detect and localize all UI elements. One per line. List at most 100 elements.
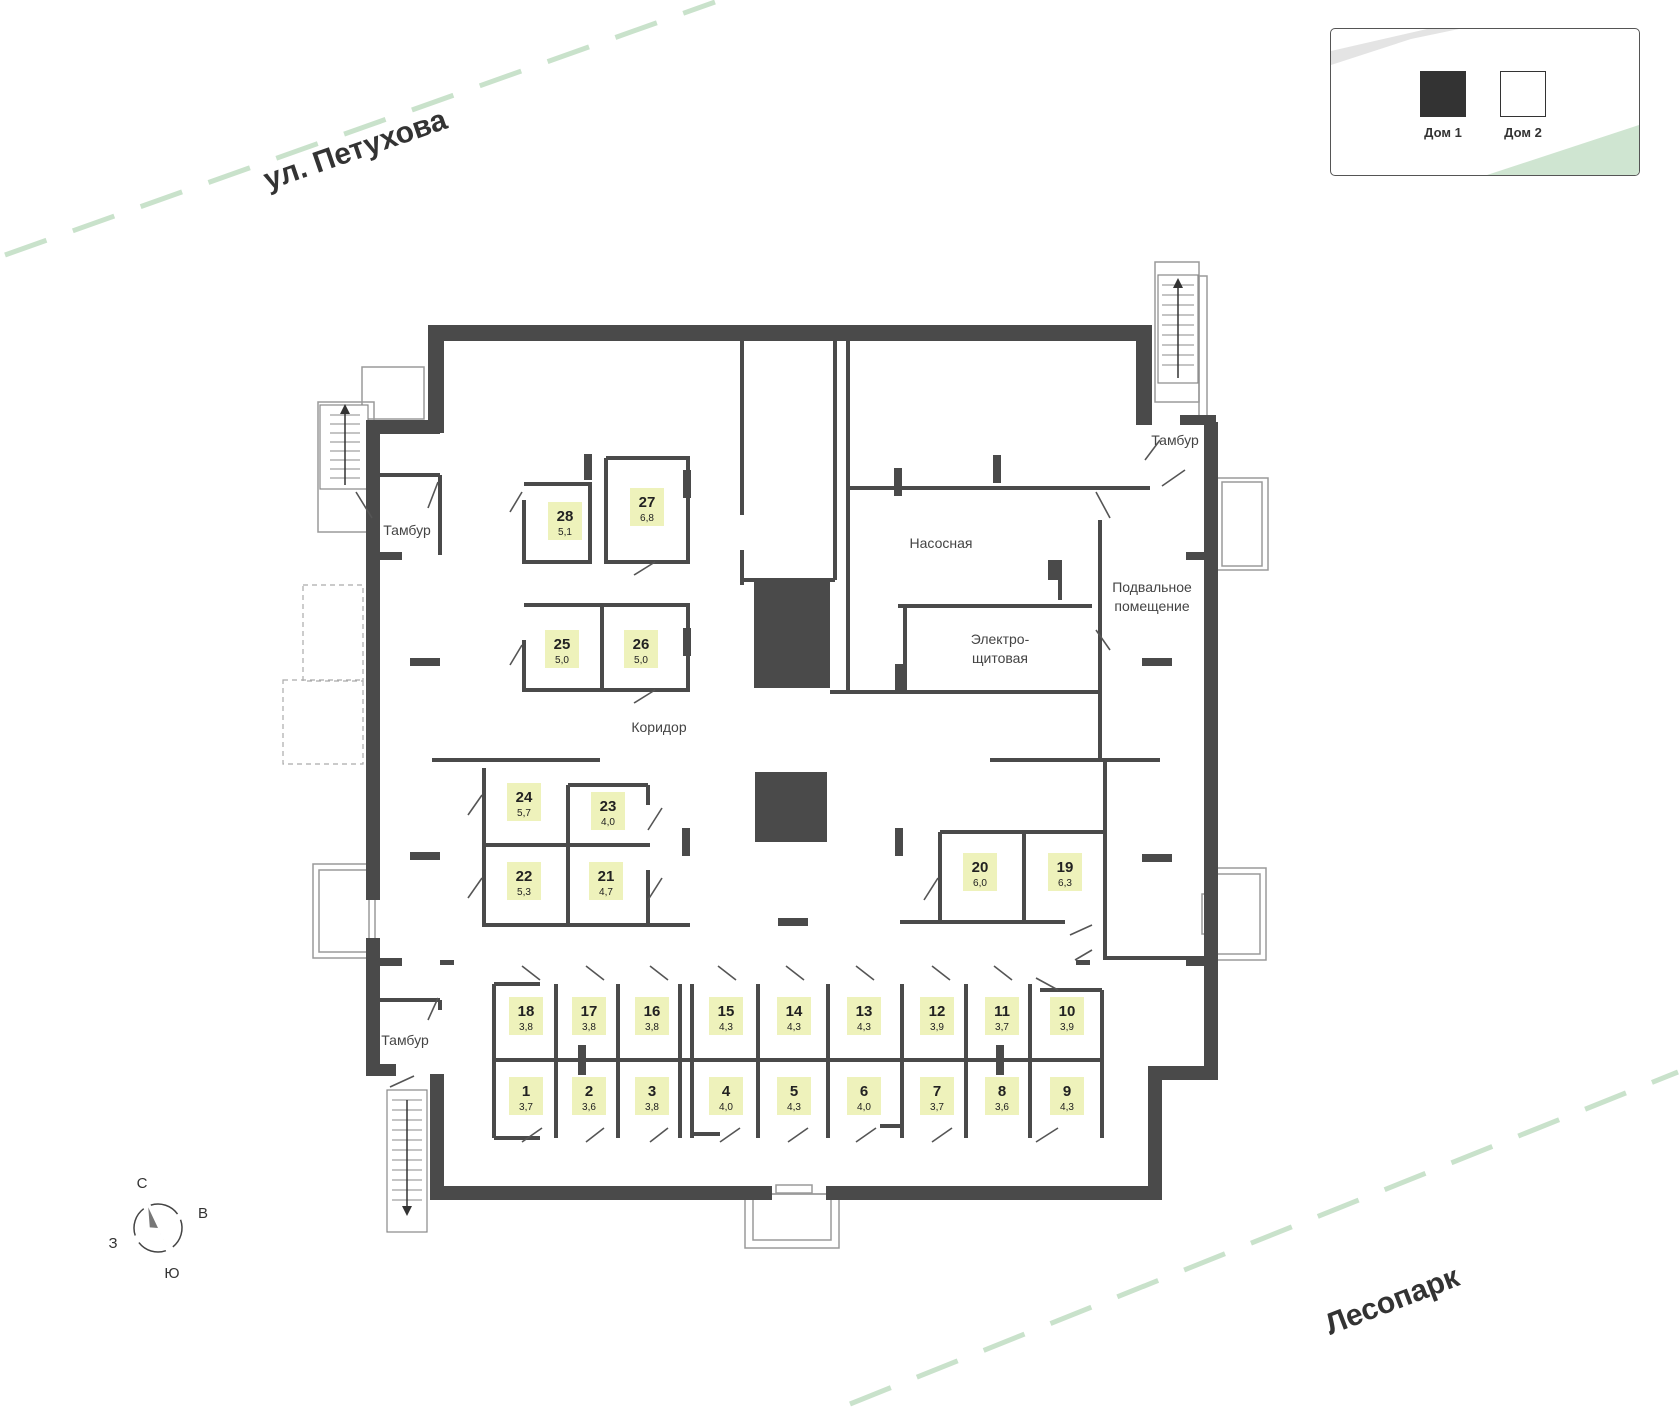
door-swings: [355, 439, 1186, 1143]
storage-cell-26[interactable]: 265,0: [624, 630, 658, 668]
storage-cell-number: 11: [994, 1003, 1010, 1020]
partitions: [366, 341, 1205, 1010]
storage-cell-highlight: [985, 1077, 1019, 1115]
storage-cell-area: 5,0: [555, 655, 569, 666]
storage-cell-highlight: [507, 783, 541, 821]
room-tambur-ne: Тамбур: [1151, 432, 1199, 448]
storage-cell-16[interactable]: 163,8: [635, 997, 669, 1035]
storage-cell-number: 3: [648, 1083, 656, 1100]
room-tambur-nw: Тамбур: [383, 522, 431, 538]
storage-cell-2[interactable]: 23,6: [572, 1077, 606, 1115]
storage-cell-number: 12: [929, 1003, 946, 1020]
storage-cells: 285,1 276,8 255,0 265,0 245,7 234,0 225,3 214,7…: [507, 488, 1084, 1115]
compass-south: Ю: [164, 1265, 179, 1282]
street-line-southeast: [849, 1069, 1679, 1407]
storage-cell-area: 4,3: [787, 1022, 801, 1033]
room-electric-line1: Электро-: [971, 631, 1030, 647]
storage-cell-18[interactable]: 183,8: [509, 997, 543, 1035]
storage-cell-area: 4,0: [719, 1102, 733, 1113]
storage-cell-area: 4,3: [719, 1022, 733, 1033]
storage-cell-area: 4,7: [599, 887, 613, 898]
storage-cell-highlight: [847, 1077, 881, 1115]
outer-walls: [366, 325, 1218, 1200]
storage-cell-number: 24: [516, 789, 533, 806]
storage-cell-highlight: [572, 997, 606, 1035]
storage-cell-15[interactable]: 154,3: [709, 997, 743, 1035]
room-electric-line2: щитовая: [972, 650, 1028, 666]
storage-cell-area: 4,3: [1060, 1102, 1074, 1113]
storage-cell-25[interactable]: 255,0: [545, 630, 579, 668]
storage-cell-24[interactable]: 245,7: [507, 783, 541, 821]
legend-swatch-house-1[interactable]: [1420, 71, 1466, 117]
storage-cell-highlight: [847, 997, 881, 1035]
storage-cell-11[interactable]: 113,7: [985, 997, 1019, 1035]
room-corridor: Коридор: [631, 719, 687, 735]
storage-cell-5[interactable]: 54,3: [777, 1077, 811, 1115]
storage-cell-highlight: [963, 853, 997, 891]
storage-cell-area: 3,7: [519, 1102, 533, 1113]
storage-cell-12[interactable]: 123,9: [920, 997, 954, 1035]
storage-cell-number: 6: [860, 1083, 868, 1100]
storage-cell-number: 5: [790, 1083, 798, 1100]
storage-cell-highlight: [545, 630, 579, 668]
storage-cell-area: 3,8: [582, 1022, 596, 1033]
street-label-southeast: Лесопарк: [1321, 1260, 1465, 1342]
storage-cell-21[interactable]: 214,7: [589, 862, 623, 900]
storage-cell-number: 16: [644, 1003, 661, 1020]
storage-cell-number: 27: [639, 494, 656, 511]
storage-cell-number: 13: [856, 1003, 873, 1020]
storage-cell-number: 19: [1057, 859, 1074, 876]
storage-cell-highlight: [548, 502, 582, 540]
storage-cell-number: 17: [581, 1003, 598, 1020]
room-basement-line2: помещение: [1114, 598, 1189, 614]
legend-swatch-house-2[interactable]: [1500, 71, 1546, 117]
storage-cell-highlight: [1048, 853, 1082, 891]
storage-cell-9[interactable]: 94,3: [1050, 1077, 1084, 1115]
storage-cell-8[interactable]: 83,6: [985, 1077, 1019, 1115]
storage-cell-6[interactable]: 64,0: [847, 1077, 881, 1115]
storage-cell-highlight: [777, 997, 811, 1035]
storage-cell-14[interactable]: 144,3: [777, 997, 811, 1035]
legend-decoration: [1331, 29, 1639, 175]
storage-cell-17[interactable]: 173,8: [572, 997, 606, 1035]
storage-cell-area: 3,7: [995, 1022, 1009, 1033]
compass-north: С: [137, 1175, 148, 1192]
storage-cell-27[interactable]: 276,8: [630, 488, 664, 526]
storage-cell-area: 3,7: [930, 1102, 944, 1113]
storage-cell-area: 3,6: [995, 1102, 1009, 1113]
storage-cell-area: 3,6: [582, 1102, 596, 1113]
storage-cell-number: 15: [718, 1003, 735, 1020]
storage-cell-number: 9: [1063, 1083, 1071, 1100]
storage-cell-22[interactable]: 225,3: [507, 862, 541, 900]
storage-cell-area: 5,0: [634, 655, 648, 666]
storage-cell-area: 5,3: [517, 887, 531, 898]
storage-cell-20[interactable]: 206,0: [963, 853, 997, 891]
storage-cell-highlight: [777, 1077, 811, 1115]
storage-cell-area: 6,3: [1058, 878, 1072, 889]
room-labels: Тамбур Тамбур Тамбур Насосная Подвальное…: [381, 432, 1199, 1048]
compass-west: З: [108, 1235, 117, 1252]
cell-partitions: [482, 456, 1104, 1140]
storage-cell-area: 3,9: [1060, 1022, 1074, 1033]
storage-cell-10[interactable]: 103,9: [1050, 997, 1084, 1035]
storage-cell-19[interactable]: 196,3: [1048, 853, 1082, 891]
storage-cell-1[interactable]: 13,7: [509, 1077, 543, 1115]
compass: С В Ю З: [108, 1175, 208, 1282]
storage-cell-highlight: [589, 862, 623, 900]
storage-cell-3[interactable]: 33,8: [635, 1077, 669, 1115]
storage-cell-number: 14: [786, 1003, 803, 1020]
storage-cell-28[interactable]: 285,1: [548, 502, 582, 540]
storage-cell-area: 3,8: [645, 1022, 659, 1033]
storage-cell-area: 3,8: [519, 1022, 533, 1033]
storage-cell-number: 7: [933, 1083, 941, 1100]
storage-cell-4[interactable]: 44,0: [709, 1077, 743, 1115]
storage-cell-number: 28: [557, 508, 574, 525]
structural-columns: [372, 454, 1216, 1075]
storage-cell-7[interactable]: 73,7: [920, 1077, 954, 1115]
storage-cell-highlight: [591, 792, 625, 830]
storage-cell-23[interactable]: 234,0: [591, 792, 625, 830]
storage-cell-13[interactable]: 134,3: [847, 997, 881, 1035]
storage-cell-highlight: [709, 997, 743, 1035]
storage-cell-number: 20: [972, 859, 989, 876]
